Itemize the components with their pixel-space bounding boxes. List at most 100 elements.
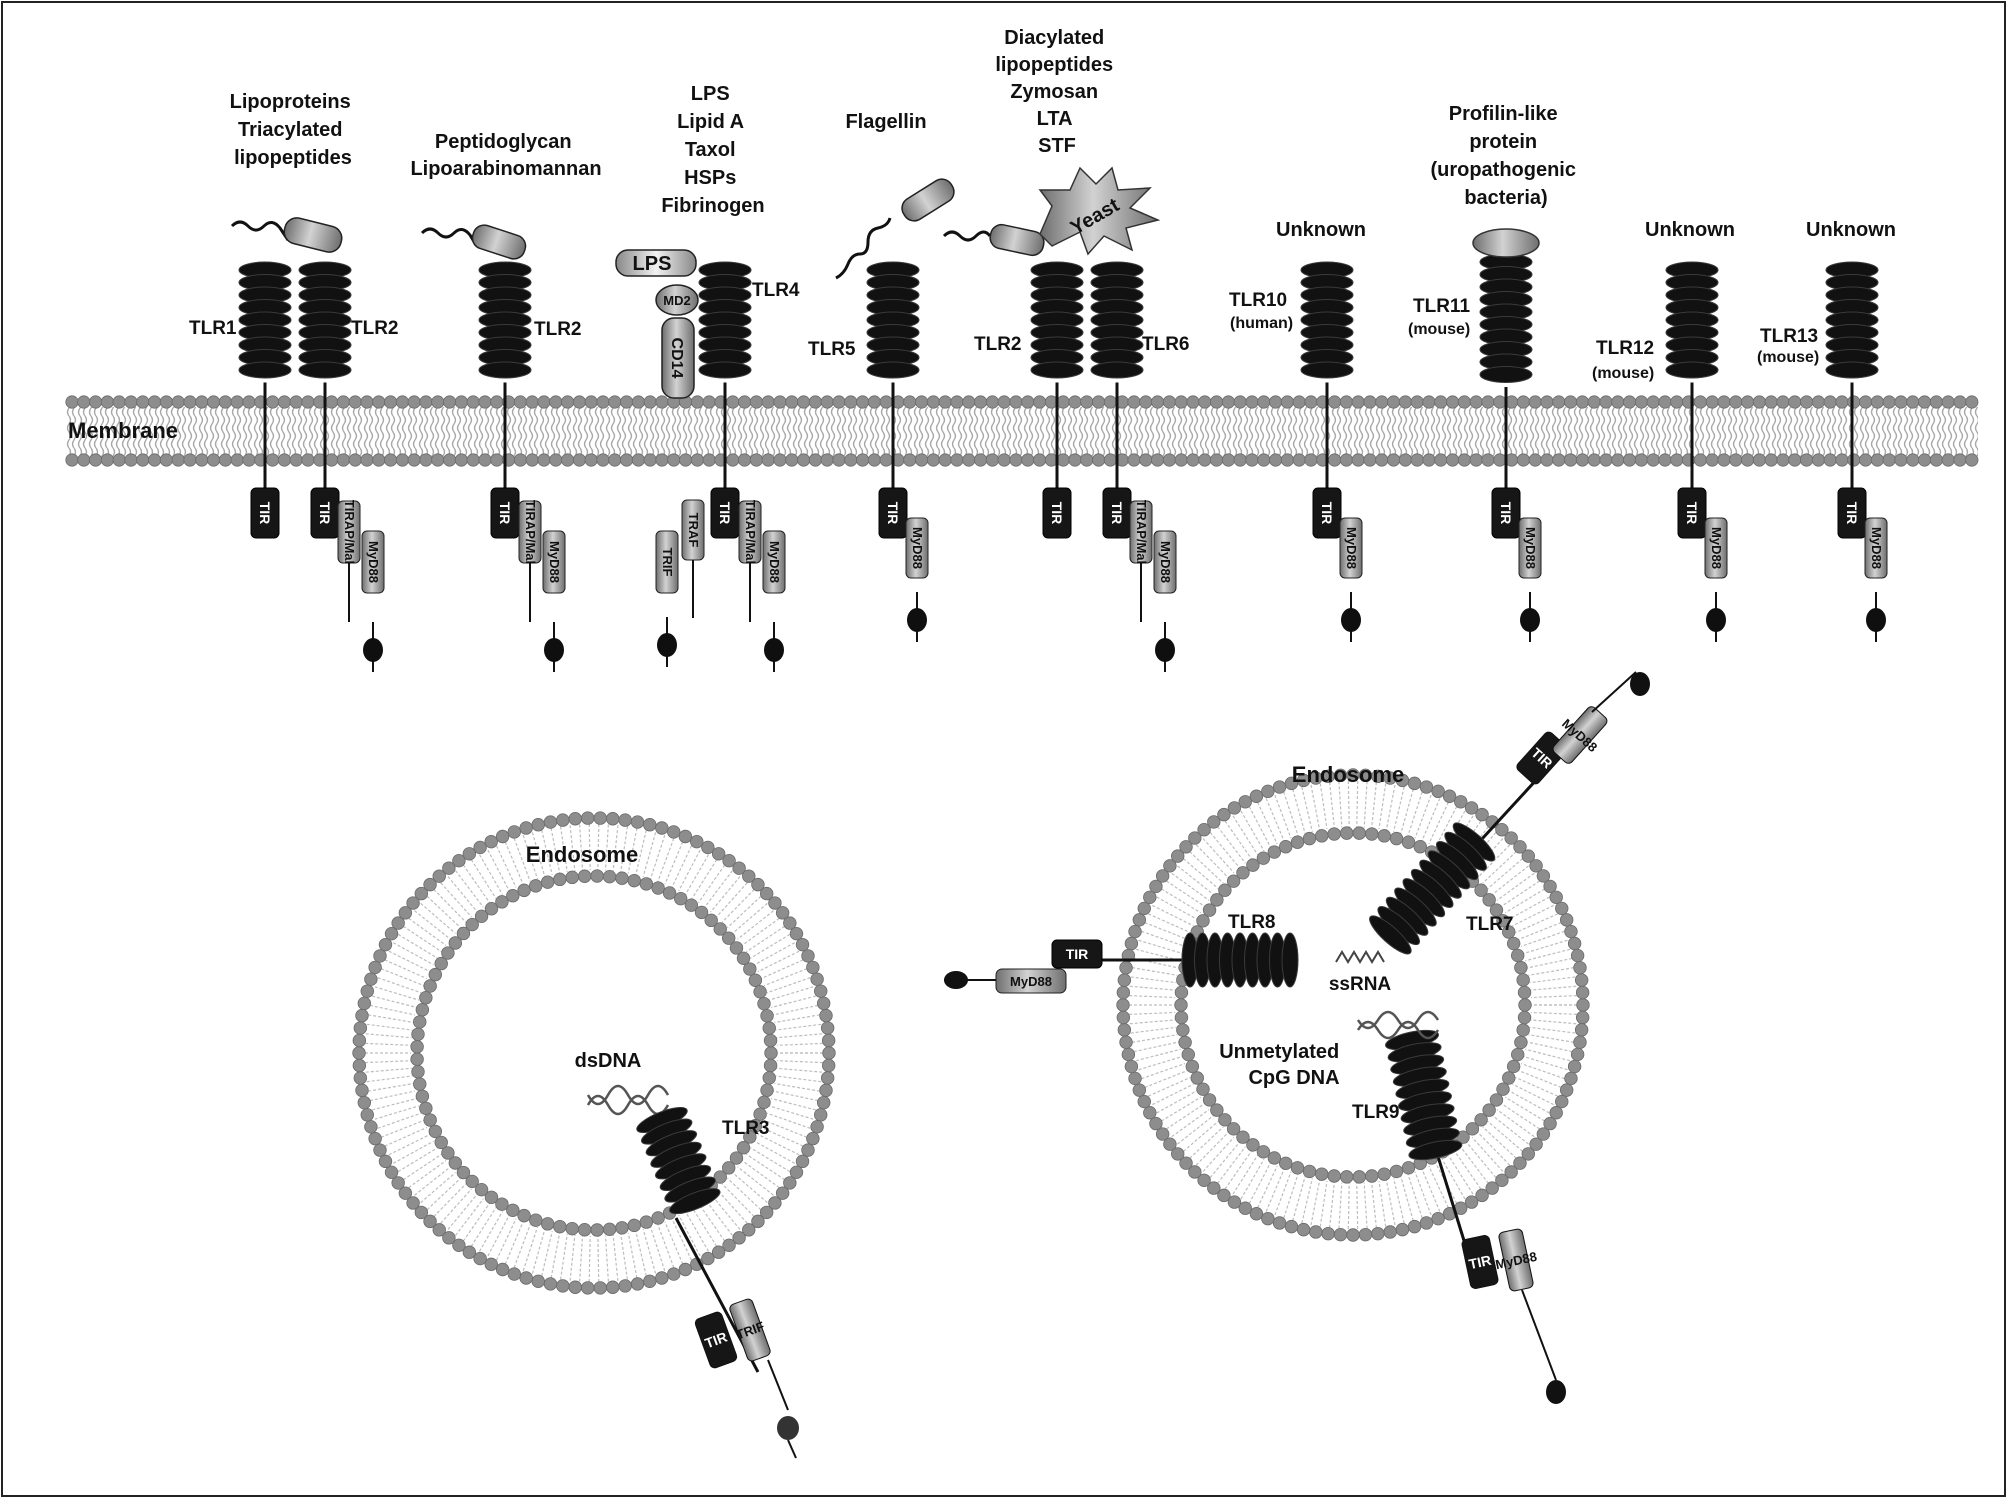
tir-label: TIR: [885, 502, 901, 525]
lipid-head: [1188, 1165, 1202, 1179]
lipid-head: [1504, 831, 1518, 845]
lipid-head: [1549, 890, 1563, 904]
lipid-tail: [1156, 1090, 1198, 1114]
label-tlr8: TLR8: [1228, 912, 1276, 933]
receptor-tlr6: [1090, 261, 1144, 470]
lipid-head: [1197, 823, 1211, 837]
myd88-box: [1704, 517, 1728, 579]
lipid-head: [1419, 780, 1434, 794]
lipid-tail: [1385, 784, 1396, 831]
lipid-head: [1559, 913, 1574, 927]
lipid-tail: [1217, 826, 1246, 864]
myd88-set: MyD88: [1339, 517, 1363, 642]
receptor-tlr5: [866, 261, 920, 470]
lrr-segment: [478, 361, 532, 379]
lipid-head: [757, 1095, 771, 1110]
lipid-head: [1218, 1113, 1232, 1127]
lipid-head: [1502, 1071, 1516, 1085]
lipid-tail: [776, 1033, 823, 1039]
receptor-tlr11: [1479, 253, 1533, 470]
lipid-tail: [1525, 1048, 1571, 1062]
lipid-tail: [1441, 1158, 1466, 1200]
tlr4-coreceptors: LPS MD2 CD14: [615, 249, 699, 399]
lipid-tail: [1328, 1181, 1335, 1228]
label-tlr9: TLR9: [1352, 1102, 1400, 1123]
lipid-head: [768, 1196, 782, 1210]
lipid-tail: [550, 827, 561, 874]
lipid-tail: [1487, 858, 1523, 890]
lipid-head: [441, 1146, 455, 1160]
lipid-tail: [1232, 815, 1259, 856]
lipid-head: [474, 1182, 489, 1197]
lipid-head: [1506, 1059, 1521, 1074]
myd88-box-label: MyD88: [1523, 527, 1538, 569]
lipid-head: [384, 926, 399, 941]
ligand-tlr12: Unknown: [1645, 219, 1735, 241]
lipid-head: [484, 1257, 498, 1272]
lipid-tail: [1515, 1076, 1558, 1097]
lrr-segment: [1090, 361, 1144, 379]
lipid-tail: [1421, 798, 1441, 842]
receptor-tlr2-a: [298, 261, 352, 470]
lipid-tail: [1129, 1019, 1176, 1025]
lipid-tail: [455, 1198, 484, 1236]
lipid-tail: [1132, 1034, 1178, 1043]
lipid-head: [442, 1231, 456, 1245]
tir-domain: [1677, 487, 1707, 539]
lipid-tail: [559, 826, 568, 873]
lrr-segment: [238, 361, 292, 379]
lipid-head: [753, 1107, 767, 1121]
lipid-head: [1210, 893, 1224, 907]
lipid-tail: [588, 824, 591, 871]
death-domain: [1706, 608, 1726, 632]
lipid-tail: [377, 977, 422, 994]
lipid-tail: [750, 1147, 791, 1173]
lipid-tail: [1504, 1096, 1545, 1122]
lipid-head: [789, 926, 804, 941]
lipid-head: [540, 1217, 555, 1231]
label-tlr12: TLR12: [1596, 338, 1654, 359]
lipid-tail: [697, 864, 726, 904]
lipid-head: [748, 1119, 763, 1133]
lipid-tail: [380, 968, 425, 987]
membrane-heads-outer: [65, 395, 1979, 409]
lipid-tail: [1138, 939, 1183, 955]
lipid-tail: [388, 1133, 431, 1156]
lipid-tail: [1195, 844, 1229, 879]
lipid-head: [368, 960, 382, 975]
lipid-tail: [393, 942, 434, 966]
lipid-tail: [627, 827, 638, 874]
lipid-head: [414, 886, 429, 901]
ligand-tlr1-2: Lipoproteins Triacylated lipopeptides: [230, 91, 357, 169]
lipid-tail: [1283, 1174, 1299, 1219]
lipid-head: [1401, 835, 1416, 849]
flagellin-chain: [835, 217, 892, 280]
lipid-head: [810, 972, 824, 986]
lipid-tail: [1393, 786, 1405, 832]
lipid-head: [1218, 883, 1232, 897]
lipid-head: [721, 1161, 736, 1175]
lipid-tail: [1224, 820, 1252, 860]
lipid-head: [507, 825, 521, 839]
lipid-tail: [760, 959, 804, 980]
lipid-head: [1549, 1106, 1563, 1120]
lipid-head: [452, 853, 466, 868]
tir-domain: [878, 487, 908, 539]
lipid-tail: [541, 829, 553, 875]
lipid-tail: [1171, 872, 1210, 901]
ligand-tlr5: Flagellin: [845, 111, 926, 133]
lipid-head: [378, 1154, 393, 1169]
lipid-tail: [1347, 1182, 1350, 1229]
lipid-tail: [1209, 832, 1241, 869]
lipid-head: [742, 869, 756, 883]
lipid-tail: [612, 1234, 619, 1281]
lipid-tail: [1132, 967, 1178, 976]
tir-label: TIR: [497, 502, 513, 525]
lipid-tail: [1265, 1168, 1285, 1212]
lipid-head: [1559, 1083, 1574, 1097]
lipid-head: [736, 951, 751, 965]
lipid-tail: [671, 845, 693, 888]
receptor-tlr4: [698, 261, 752, 470]
